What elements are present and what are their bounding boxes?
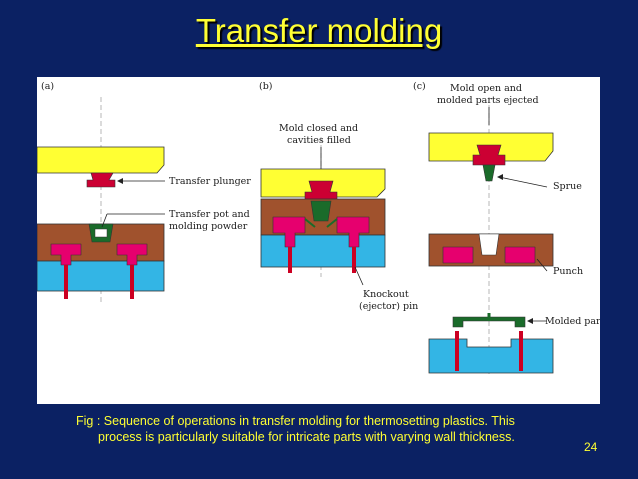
label-mold-closed-1: Mold closed and — [279, 123, 358, 134]
label-knockout-1: Knockout — [363, 289, 409, 300]
cavity-left — [50, 243, 82, 266]
ejector-pin-right — [130, 265, 134, 299]
label-transfer-pot-1: Transfer pot and — [169, 209, 250, 220]
punch-left — [442, 246, 474, 264]
molding-powder — [94, 228, 108, 238]
label-mold-open-2: molded parts ejected — [437, 95, 539, 106]
panel-a-tag: (a) — [41, 81, 54, 92]
transfer-pot — [478, 233, 500, 256]
figure-caption: Fig : Sequence of operations in transfer… — [76, 413, 596, 445]
lower-die — [260, 234, 386, 268]
label-punch: Punch — [553, 266, 583, 277]
label-knockout-2: (ejector) pin — [359, 301, 418, 312]
plunger-plate — [37, 146, 165, 174]
ejector-pin-right — [352, 247, 356, 273]
panel-a: Transfer plunger Transfer pot and moldin… — [37, 97, 251, 302]
panel-b-tag: (b) — [259, 81, 273, 92]
panel-c-tag: (c) — [413, 81, 426, 92]
panel-b: Mold closed and cavities filled — [260, 123, 418, 312]
caption-line-1: Fig : Sequence of operations in transfer… — [76, 414, 515, 428]
molded-parts — [452, 316, 526, 328]
cavity-right — [116, 243, 148, 266]
ejector-pin-left — [455, 331, 459, 371]
sprue — [310, 200, 332, 222]
punch-right — [504, 246, 536, 264]
ejector-pin-right — [519, 331, 523, 371]
slide-title: Transfer molding — [0, 12, 638, 50]
sprue — [482, 164, 496, 182]
transfer-molding-figure: (a) (b) (c) — [37, 77, 600, 404]
transfer-plunger — [472, 144, 506, 166]
label-transfer-plunger: Transfer plunger — [169, 176, 251, 187]
label-molded-parts: Molded parts — [545, 316, 600, 327]
ejector-pin-left — [288, 247, 292, 273]
lower-die — [37, 260, 165, 292]
label-transfer-pot-2: molding powder — [169, 221, 248, 232]
label-mold-open-1: Mold open and — [450, 83, 522, 94]
label-sprue: Sprue — [553, 181, 582, 192]
slide-title-text: Transfer molding — [195, 12, 443, 49]
lower-die — [428, 338, 554, 374]
ejector-pin-left — [64, 265, 68, 299]
cavity-left-filled — [272, 216, 306, 248]
panel-c: Mold open and molded parts ejected Sprue — [428, 83, 600, 377]
transfer-molding-diagram: (a) (b) (c) — [37, 81, 600, 377]
transfer-plunger — [86, 172, 116, 188]
label-mold-closed-2: cavities filled — [287, 135, 351, 146]
cavity-right-filled — [336, 216, 370, 248]
caption-line-2: process is particularly suitable for int… — [98, 430, 515, 444]
page-number: 24 — [584, 440, 598, 454]
